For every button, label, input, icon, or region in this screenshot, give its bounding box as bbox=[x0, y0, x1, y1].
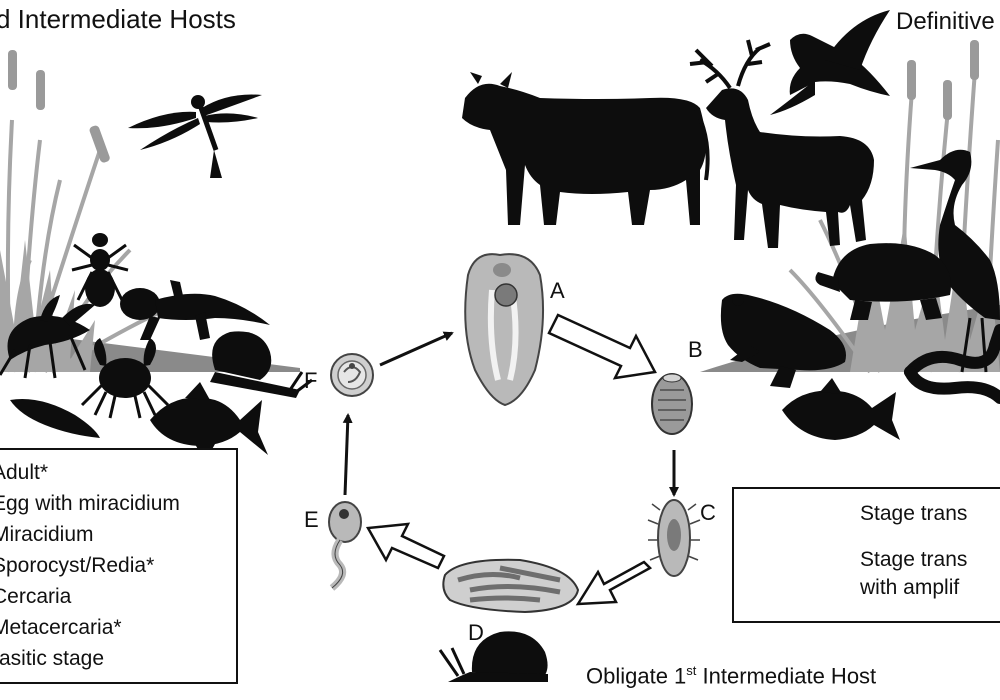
definitive-hosts-title: Definitive bbox=[896, 8, 995, 35]
sporocyst-stage-illustration bbox=[442, 558, 580, 614]
cattail-heads-right bbox=[907, 40, 979, 120]
crab-icon bbox=[80, 338, 170, 419]
key-amplification-label-1: Stage trans bbox=[860, 548, 968, 571]
bottom-title-rest: Intermediate Host bbox=[696, 663, 877, 689]
key-amplification-label-2: with amplif bbox=[860, 576, 960, 599]
snail-icon-left bbox=[210, 331, 313, 398]
arrow-f-to-a bbox=[379, 331, 454, 367]
leech-icon bbox=[10, 399, 100, 438]
legend-item-egg: Egg with miracidium bbox=[0, 492, 180, 515]
legend-item-parasitic-stage: rasitic stage bbox=[0, 647, 105, 670]
egg-stage-illustration bbox=[651, 373, 693, 435]
stage-label-f: F bbox=[304, 368, 318, 393]
right-habitat-scene bbox=[462, 10, 1000, 440]
cercaria-stage-illustration bbox=[328, 501, 362, 591]
key-transition-label: Stage trans bbox=[860, 502, 968, 525]
stage-label-a: A bbox=[550, 278, 565, 303]
cow-icon bbox=[462, 72, 710, 225]
transition-key: Stage trans Stage trans with amplif bbox=[732, 487, 1000, 623]
turtle-icon bbox=[815, 243, 951, 320]
legend-item-cercaria: Cercaria bbox=[0, 585, 72, 608]
arrow-e-to-f bbox=[342, 413, 353, 496]
arrow-d-to-e bbox=[365, 522, 446, 570]
fish-icon-right bbox=[782, 378, 900, 440]
stage-label-b: B bbox=[688, 337, 703, 362]
legend-item-miracidium: Miracidium bbox=[0, 523, 94, 546]
metacercaria-stage-illustration bbox=[330, 353, 374, 397]
snail-icon-host bbox=[438, 631, 548, 682]
crayfish-icon bbox=[0, 295, 95, 379]
dragonfly-icon bbox=[128, 94, 262, 178]
arrow-a-to-b bbox=[547, 313, 657, 380]
arrow-c-to-d bbox=[575, 560, 653, 606]
frog-icon bbox=[720, 293, 846, 388]
first-intermediate-host-title: Obligate 1st Intermediate Host bbox=[586, 663, 876, 689]
salamander-icon bbox=[120, 280, 270, 340]
legend-item-sporocyst: Sporocyst/Redia* bbox=[0, 554, 155, 577]
intermediate-hosts-title: d Intermediate Hosts bbox=[0, 4, 236, 34]
goose-icon bbox=[770, 10, 890, 115]
left-habitat-scene bbox=[0, 50, 313, 462]
cattail-heads-left bbox=[8, 50, 110, 163]
deer-icon bbox=[689, 39, 874, 248]
cycle-arrows bbox=[342, 313, 679, 606]
legend-item-adult: Adult* bbox=[0, 461, 49, 484]
ant-icon bbox=[71, 233, 129, 307]
stage-label-c: C bbox=[700, 500, 716, 525]
bottom-title-main: Obligate 1 bbox=[586, 663, 687, 689]
stage-label-e: E bbox=[304, 507, 319, 532]
adult-stage-illustration bbox=[464, 253, 545, 407]
miracidium-stage-illustration bbox=[647, 499, 701, 577]
legend-item-metacercaria: Metacercaria* bbox=[0, 616, 122, 639]
stage-legend: Adult* Egg with miracidium Miracidium Sp… bbox=[0, 448, 238, 684]
stage-label-d: D bbox=[468, 620, 484, 645]
bottom-title-sup: st bbox=[686, 663, 697, 678]
snake-icon bbox=[904, 324, 1000, 404]
